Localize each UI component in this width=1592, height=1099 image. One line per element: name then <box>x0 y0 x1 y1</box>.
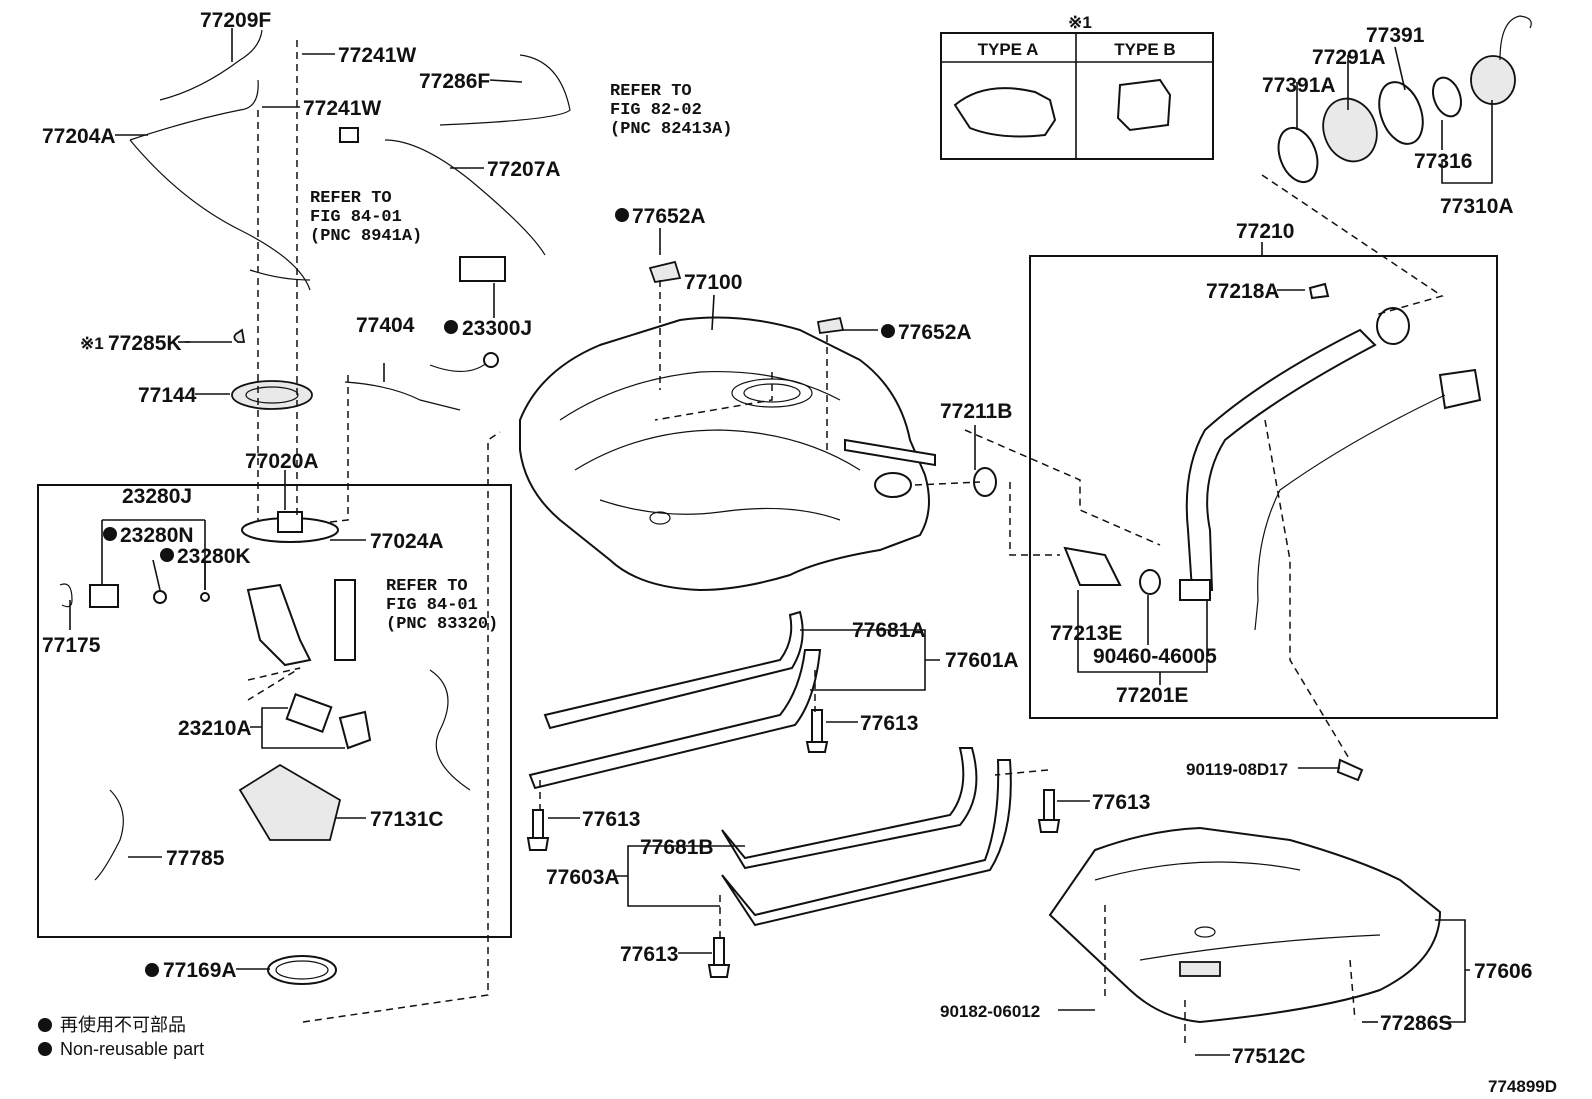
label-23210A: 23210A <box>178 717 252 740</box>
filler-pipe-group-box <box>1029 255 1498 719</box>
label-77024A: 77024A <box>370 530 444 553</box>
label-77285K: 77285K <box>108 332 182 355</box>
label-77404: 77404 <box>356 314 415 337</box>
label-77681A: 77681A <box>852 619 926 642</box>
legend-jp: 再使用不可部品 <box>60 1015 186 1035</box>
type-table-note: ※1 <box>1068 13 1092 32</box>
filler-cap-parts <box>1277 15 1532 184</box>
type-b-header: TYPE B <box>1114 40 1175 59</box>
label-77601A: 77601A <box>945 649 1019 672</box>
label-77316: 77316 <box>1414 150 1472 173</box>
label-77310A: 77310A <box>1440 195 1514 218</box>
label-77391A: 77391A <box>1262 74 1336 97</box>
label-77652A-right: 77652A <box>898 321 972 344</box>
vent-hoses-drawing <box>129 29 571 411</box>
tank-bands <box>528 610 1012 927</box>
legend: 再使用不可部品 Non-reusable part <box>60 1015 204 1059</box>
label-77681B: 77681B <box>640 836 714 859</box>
label-90460-46005: 90460-46005 <box>1093 645 1217 668</box>
fuel-tank-drawing <box>519 260 936 592</box>
type-a-part-drawing <box>953 87 1057 138</box>
fuel-pump-drawing <box>59 380 471 985</box>
ref-84-01b-line2: FIG 84-01 <box>386 596 478 615</box>
label-77285K-mark: ※1 <box>80 334 104 353</box>
label-77100: 77100 <box>684 271 742 294</box>
label-23280N: 23280N <box>120 524 194 547</box>
label-23280K: 23280K <box>177 545 251 568</box>
type-a-header: TYPE A <box>978 40 1039 59</box>
ref-84-01a-line2: FIG 84-01 <box>310 208 402 227</box>
type-table: ※1 TYPE A TYPE B <box>940 13 1214 160</box>
label-77204A: 77204A <box>42 125 116 148</box>
label-77603A: 77603A <box>546 866 620 889</box>
pad-77652a-top <box>648 260 682 284</box>
label-77291A: 77291A <box>1312 46 1386 69</box>
filler-pipe-drawing <box>973 282 1482 631</box>
label-77391: 77391 <box>1366 24 1425 47</box>
label-77606: 77606 <box>1474 960 1532 983</box>
label-77207A: 77207A <box>487 158 561 181</box>
fuel-pump-group-box <box>37 484 512 938</box>
label-77131C: 77131C <box>370 808 444 831</box>
label-77613-a: 77613 <box>860 712 918 735</box>
ref-84-01a-line1: REFER TO <box>310 189 392 208</box>
ref-84-01b-line1: REFER TO <box>386 577 468 596</box>
label-90119-08D17: 90119-08D17 <box>1186 760 1288 779</box>
label-77241W-top: 77241W <box>338 44 416 67</box>
label-77201E: 77201E <box>1116 684 1188 707</box>
legend-en: Non-reusable part <box>60 1039 204 1059</box>
label-77213E: 77213E <box>1050 622 1122 645</box>
reference-notes: REFER TO FIG 82-02 (PNC 82413A) REFER TO… <box>310 82 732 634</box>
label-77169A: 77169A <box>163 959 237 982</box>
label-90182-06012: 90182-06012 <box>940 1002 1040 1021</box>
label-77210: 77210 <box>1236 220 1294 243</box>
label-77512C: 77512C <box>1232 1045 1306 1068</box>
label-77175: 77175 <box>42 634 101 657</box>
label-77241W: 77241W <box>303 97 381 120</box>
ref-82-02-line3: (PNC 82413A) <box>610 120 732 139</box>
guide-lines <box>247 40 1444 1048</box>
label-77218A: 77218A <box>1206 280 1280 303</box>
part-labels: 77209F 77241W 77241W 77204A 77286F 77207… <box>42 9 1532 1068</box>
label-77211B: 77211B <box>940 400 1012 423</box>
label-77286F: 77286F <box>419 70 490 93</box>
diagram-id: 774899D <box>1488 1077 1557 1096</box>
label-77785: 77785 <box>166 847 225 870</box>
label-77286S: 77286S <box>1380 1012 1452 1035</box>
label-23280J: 23280J <box>122 485 192 508</box>
ref-84-01b-line3: (PNC 83320) <box>386 615 498 634</box>
label-77144: 77144 <box>138 384 197 407</box>
label-77652A-top: 77652A <box>632 205 706 228</box>
fuel-tank-protector-drawing <box>1048 826 1442 1024</box>
label-77613-b: 77613 <box>582 808 640 831</box>
label-77613-d: 77613 <box>620 943 678 966</box>
non-reusable-marks <box>38 208 895 1056</box>
ref-84-01a-line3: (PNC 8941A) <box>310 227 422 246</box>
label-23300J: 23300J <box>462 317 532 340</box>
ref-82-02-line2: FIG 82-02 <box>610 101 702 120</box>
ref-82-02-line1: REFER TO <box>610 82 692 101</box>
leader-lines <box>69 28 1493 1056</box>
type-b-part-drawing <box>1116 78 1172 132</box>
label-77209F: 77209F <box>200 9 271 32</box>
label-77020A: 77020A <box>245 450 319 473</box>
label-77613-c: 77613 <box>1092 791 1150 814</box>
pad-77652a-right <box>816 316 845 335</box>
